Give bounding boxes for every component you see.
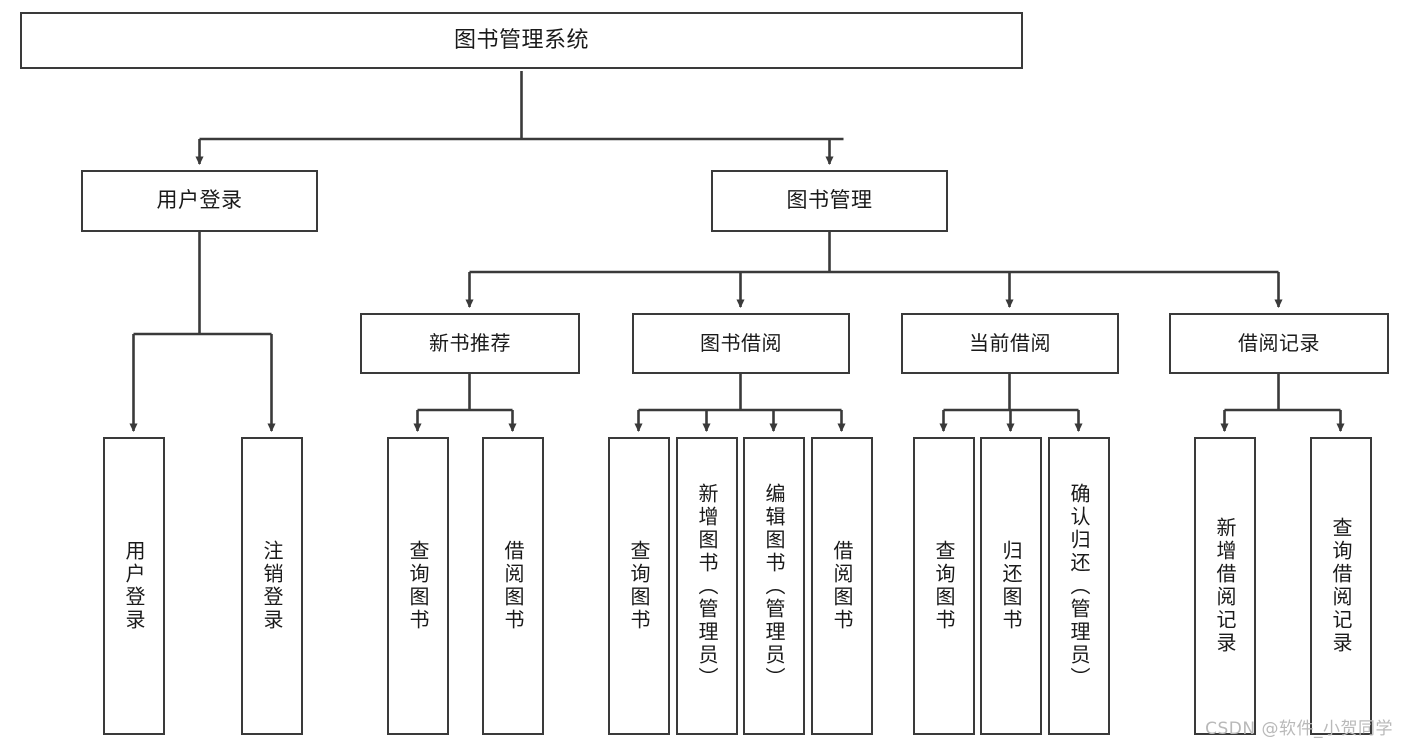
node-leaf-book-borrow-add[interactable]: 新增图书（管理员） — [676, 437, 738, 735]
node-borrow-record[interactable]: 借阅记录 — [1169, 313, 1389, 374]
node-current-borrow[interactable]: 当前借阅 — [901, 313, 1119, 374]
node-leaf-label: 确认归还（管理员） — [1067, 482, 1091, 690]
node-leaf-book-borrow-query[interactable]: 查询图书 — [608, 437, 670, 735]
node-leaf-borrow-record-add[interactable]: 新增借阅记录 — [1194, 437, 1256, 735]
node-leaf-new-book-query[interactable]: 查询图书 — [387, 437, 449, 735]
node-root-label: 图书管理系统 — [453, 27, 589, 53]
node-leaf-label: 查询图书 — [932, 540, 956, 632]
watermark-text: CSDN @软件_小贺同学 — [1205, 719, 1393, 739]
node-leaf-label: 新增图书（管理员） — [695, 482, 719, 690]
node-leaf-label: 借阅图书 — [501, 540, 525, 632]
node-leaf-book-borrow-lend[interactable]: 借阅图书 — [811, 437, 873, 735]
node-user-login[interactable]: 用户登录 — [81, 170, 318, 232]
node-leaf-current-borrow-confirm[interactable]: 确认归还（管理员） — [1048, 437, 1110, 735]
node-leaf-user-login-signin[interactable]: 用户登录 — [103, 437, 165, 735]
node-leaf-user-login-signout[interactable]: 注销登录 — [241, 437, 303, 735]
node-leaf-label: 查询图书 — [627, 540, 651, 632]
node-new-book-recommend-label: 新书推荐 — [429, 331, 511, 356]
node-book-management[interactable]: 图书管理 — [711, 170, 948, 232]
node-leaf-label: 查询借阅记录 — [1329, 517, 1353, 655]
node-leaf-current-borrow-return[interactable]: 归还图书 — [980, 437, 1042, 735]
node-leaf-label: 注销登录 — [260, 540, 284, 632]
node-leaf-label: 新增借阅记录 — [1213, 517, 1237, 655]
node-book-management-label: 图书管理 — [786, 188, 873, 213]
node-leaf-label: 借阅图书 — [830, 540, 854, 632]
node-book-borrow[interactable]: 图书借阅 — [632, 313, 850, 374]
node-leaf-label: 归还图书 — [999, 540, 1023, 632]
node-leaf-current-borrow-query[interactable]: 查询图书 — [913, 437, 975, 735]
node-leaf-label: 用户登录 — [122, 540, 146, 632]
node-user-login-label: 用户登录 — [156, 188, 243, 213]
node-new-book-recommend[interactable]: 新书推荐 — [360, 313, 580, 374]
node-leaf-book-borrow-edit[interactable]: 编辑图书（管理员） — [743, 437, 805, 735]
node-leaf-label: 查询图书 — [406, 540, 430, 632]
node-root-book-management-system[interactable]: 图书管理系统 — [20, 12, 1023, 69]
node-leaf-new-book-borrow[interactable]: 借阅图书 — [482, 437, 544, 735]
node-leaf-label: 编辑图书（管理员） — [762, 482, 786, 690]
node-current-borrow-label: 当前借阅 — [969, 331, 1051, 356]
node-leaf-borrow-record-query[interactable]: 查询借阅记录 — [1310, 437, 1372, 735]
node-book-borrow-label: 图书借阅 — [700, 331, 782, 356]
node-borrow-record-label: 借阅记录 — [1238, 331, 1320, 356]
